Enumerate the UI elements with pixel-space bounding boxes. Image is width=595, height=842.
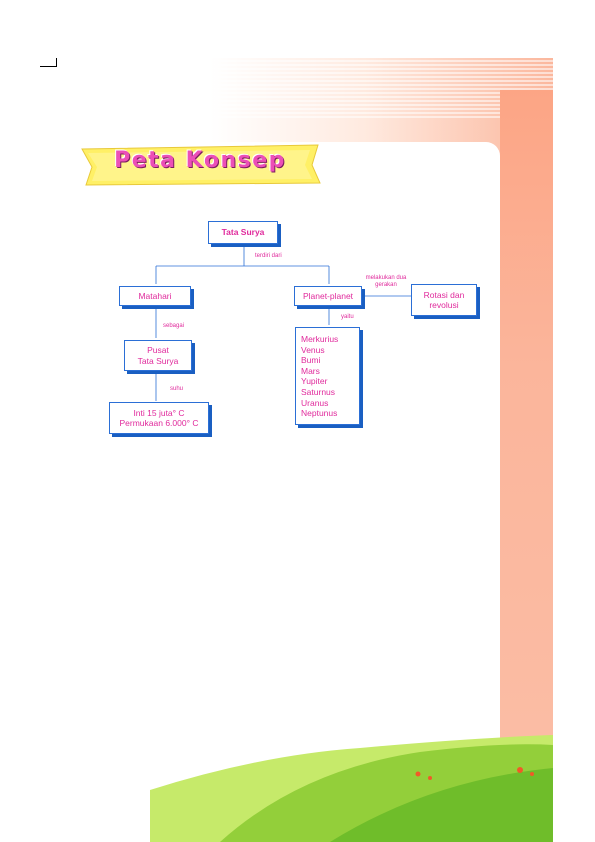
planet-item: Bumi [301, 355, 321, 366]
decorative-right-strip [500, 90, 553, 780]
content-panel [60, 142, 500, 802]
crop-mark [40, 58, 57, 67]
node-pusat-tata-surya: Pusat Tata Surya [124, 340, 192, 371]
planet-item: Mars [301, 365, 320, 376]
node-tata-surya: Tata Surya [208, 221, 278, 244]
relation-yaitu: yaitu [341, 314, 354, 320]
decorative-stripes [210, 58, 553, 118]
planet-item: Saturnus [301, 386, 336, 397]
node-rotasi-revolusi: Rotasi dan revolusi [411, 284, 477, 316]
planet-item: Neptunus [301, 408, 338, 419]
title-banner: Peta Konsep [78, 143, 322, 187]
relation-suhu: suhu [170, 386, 184, 392]
planet-item: Venus [301, 344, 325, 355]
node-matahari: Matahari [119, 286, 191, 306]
planet-item: Yupiter [301, 376, 328, 387]
relation-sebagai: sebagai [163, 323, 185, 329]
banner-shape [81, 144, 321, 186]
planet-item: Merkurius [301, 334, 339, 344]
relation-gerakan: melakukan dua gerakan [365, 275, 407, 288]
planet-item: Uranus [301, 397, 329, 408]
node-suhu: Inti 15 juta° C Permukaan 6.000° C [109, 402, 209, 434]
relation-terdiri-dari: terdiri dari [255, 253, 282, 259]
page-title: Peta Konsep [114, 148, 286, 173]
node-planet-planet: Planet-planet [294, 286, 362, 306]
node-planet-list: Merkurius Venus Bumi Mars Yupiter Saturn… [295, 327, 360, 425]
